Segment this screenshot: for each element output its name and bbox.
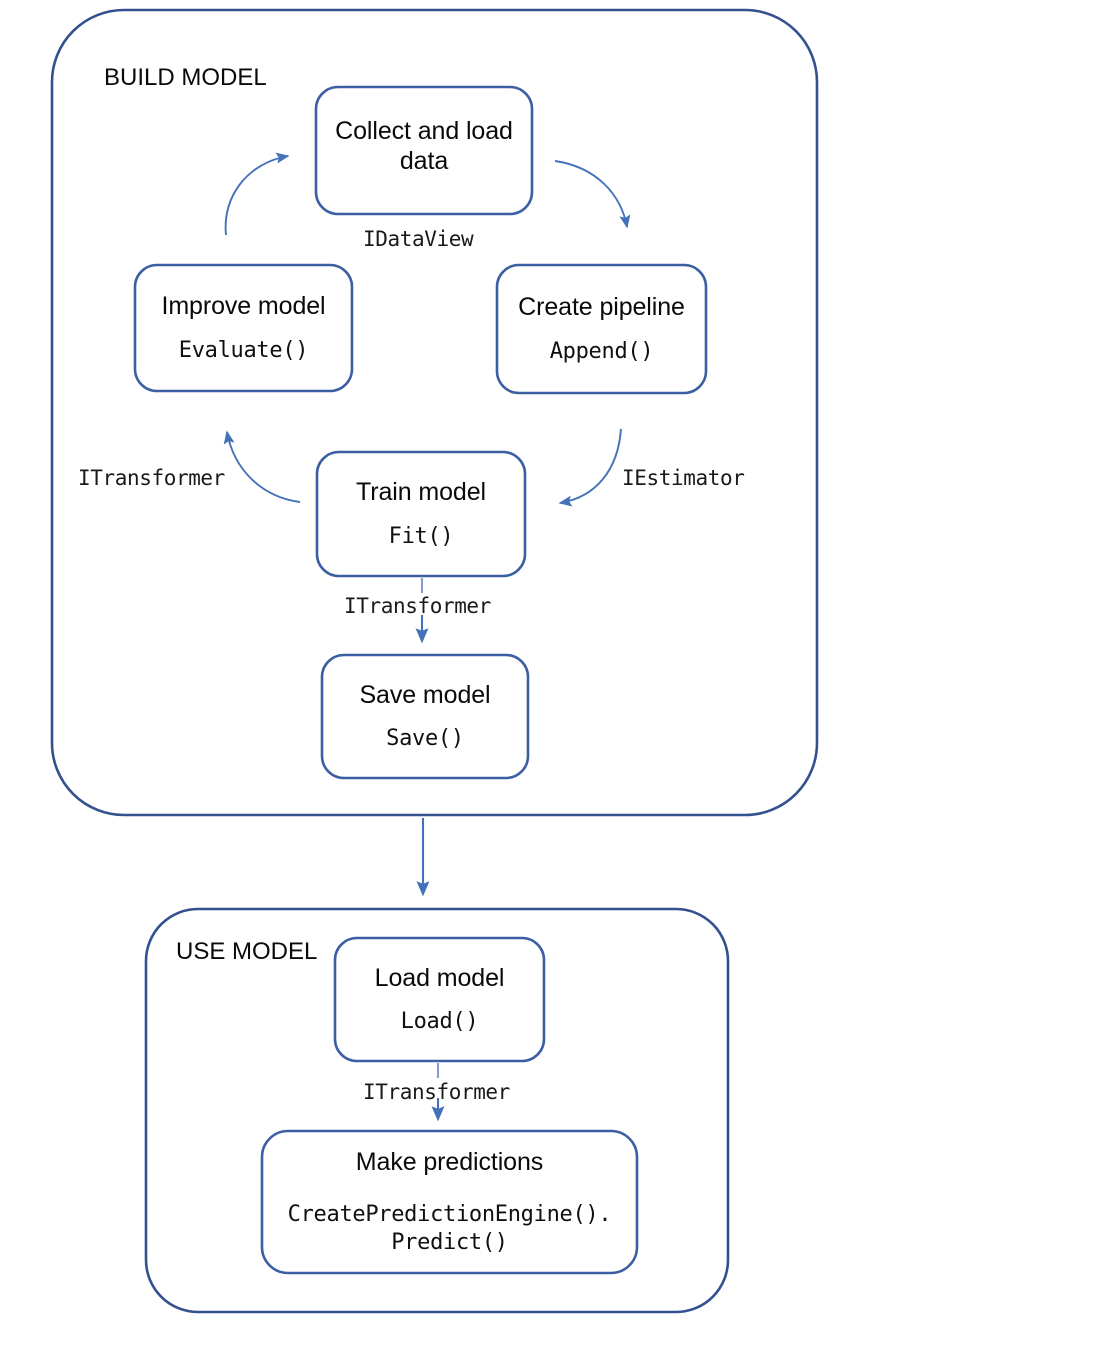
node-title-make-predictions: Make predictions <box>355 1147 544 1176</box>
edge-label-itransformer-predict: ITransformer <box>363 1080 510 1104</box>
node-title-save-model: Save model <box>359 680 491 709</box>
node-title-line1: Collect and load <box>335 117 513 145</box>
group-label-use-model: USE MODEL <box>176 938 318 965</box>
node-api-make-predictions: CreatePredictionEngine(). Predict() <box>288 1201 612 1256</box>
node-api-save-model: Save() <box>386 726 464 752</box>
node-api-train-model: Fit() <box>388 523 454 549</box>
node-api-line1: CreatePredictionEngine(). <box>287 1202 612 1228</box>
node-title-collect-load-data: Collect and load data <box>335 117 513 176</box>
arrow-pipeline-to-train <box>558 428 622 507</box>
node-title-improve-model: Improve model <box>161 292 326 321</box>
node-api-create-pipeline: Append() <box>549 338 654 364</box>
node-title-create-pipeline: Create pipeline <box>518 293 685 322</box>
node-save-model: Save model Save() <box>322 655 528 778</box>
edge-label-itransformer-save: ITransformer <box>344 594 491 618</box>
node-title-load-model: Load model <box>374 963 505 992</box>
node-make-predictions: Make predictions CreatePredictionEngine(… <box>262 1131 637 1273</box>
arrow-improve-to-collect <box>224 152 290 236</box>
node-create-pipeline: Create pipeline Append() <box>497 265 706 393</box>
node-title-line2: data <box>399 146 449 175</box>
node-load-model: Load model Load() <box>335 938 544 1061</box>
node-improve-model: Improve model Evaluate() <box>135 265 352 391</box>
group-label-build-model: BUILD MODEL <box>104 64 267 91</box>
arrow-train-to-improve <box>223 430 301 503</box>
edge-label-iestimator: IEstimator <box>622 466 745 490</box>
edge-label-idataview: IDataView <box>363 227 474 251</box>
node-title-train-model: Train model <box>356 478 486 507</box>
node-collect-load-data: Collect and load data <box>316 87 532 214</box>
node-api-improve-model: Evaluate() <box>178 337 309 363</box>
edge-label-itransformer-improve: ITransformer <box>78 466 225 490</box>
arrow-collect-to-pipeline <box>554 160 631 229</box>
node-api-load-model: Load() <box>400 1009 479 1035</box>
node-api-line2: Predict() <box>391 1229 508 1255</box>
node-train-model: Train model Fit() <box>317 452 525 576</box>
